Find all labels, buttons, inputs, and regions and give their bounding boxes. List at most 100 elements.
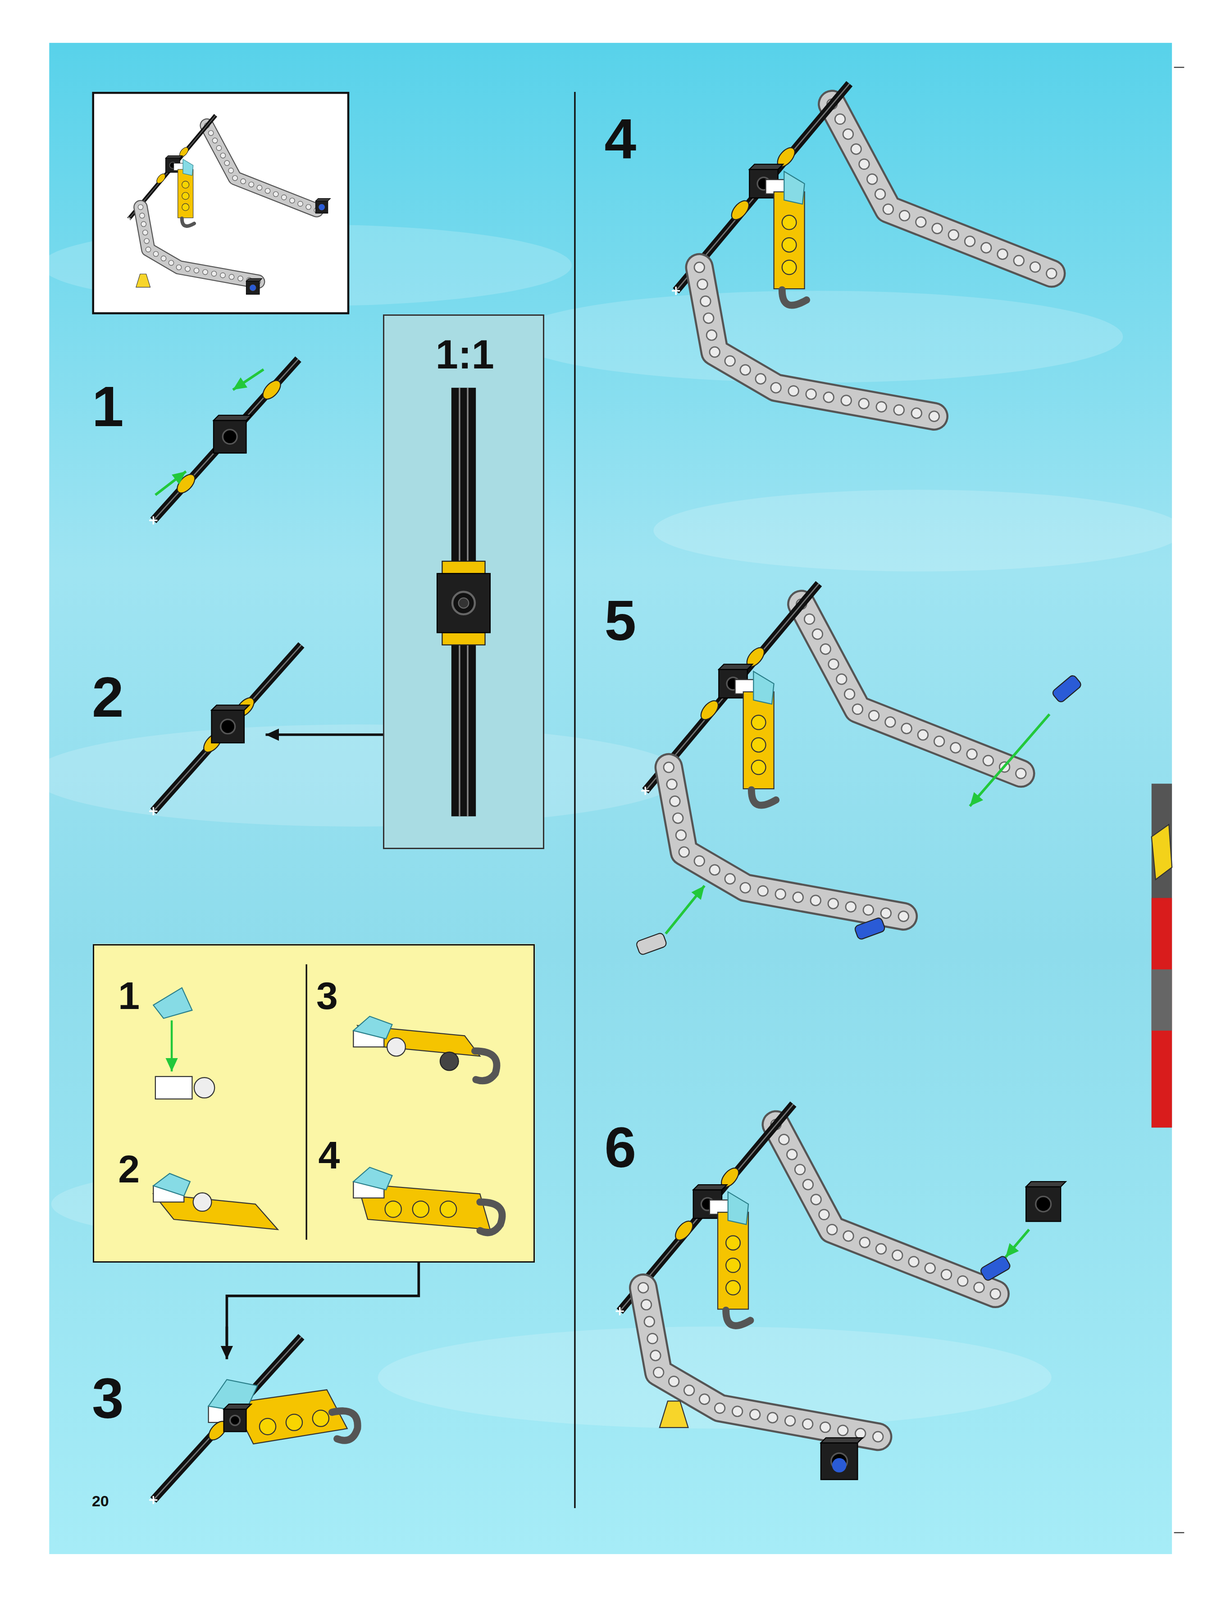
liftarm-hole: [934, 736, 945, 747]
cone: [136, 273, 151, 288]
frame-assembly: [641, 583, 1026, 922]
arrow-head: [171, 471, 187, 485]
liftarm-hole: [672, 813, 684, 824]
cloud: [510, 291, 1123, 383]
technic-brick-top: [211, 705, 250, 711]
stud: [182, 181, 190, 189]
liftarm-hole: [264, 188, 270, 194]
liftarm-hole: [844, 689, 855, 700]
technic-brick-hole: [1035, 1196, 1052, 1212]
arrow-line: [970, 714, 1050, 807]
liftarm-hole: [929, 411, 940, 422]
stud: [725, 1258, 741, 1273]
pin: [853, 917, 886, 941]
trans-slope: [728, 1192, 749, 1225]
liftarm-hole: [834, 113, 846, 125]
liftarm-hole: [706, 330, 717, 341]
margin-tick: [1174, 1532, 1185, 1534]
liftarm-hole: [784, 1416, 796, 1427]
liftarm: [668, 767, 904, 917]
liftarm-hole: [932, 223, 943, 234]
liftarm-hole: [892, 1250, 903, 1261]
arrow-line: [265, 733, 384, 737]
page-peek: [1151, 783, 1172, 1128]
trans-slope: [153, 988, 192, 1019]
technic-brick: [315, 200, 329, 214]
liftarm-hole: [966, 749, 978, 760]
page-peek: [1151, 824, 1172, 880]
liftarm-hole: [804, 614, 815, 625]
liftarm-hole: [802, 1179, 814, 1190]
technic-brick-top: [223, 1404, 252, 1410]
technic-brick-top: [213, 415, 252, 421]
liftarm-hole: [775, 889, 786, 900]
axle-end: [149, 1496, 158, 1505]
technic-brick-top: [749, 164, 784, 170]
step-number: 2: [91, 668, 124, 726]
liftarm-hole: [820, 644, 831, 655]
stud: [725, 1235, 741, 1251]
liftarm-hole: [224, 160, 230, 166]
liftarm: [775, 1124, 996, 1295]
liftarm-hole: [700, 296, 711, 307]
liftarm-hole: [885, 717, 896, 728]
liftarm-outline: [775, 1124, 996, 1295]
arrow-line: [665, 885, 705, 934]
liftarm-hole: [709, 865, 720, 876]
liftarm-hole: [694, 856, 705, 867]
liftarm-hole: [836, 674, 847, 685]
liftarm-hole: [823, 392, 834, 403]
liftarm-hole: [193, 268, 199, 274]
liftarm-hole: [216, 145, 222, 151]
liftarm-hole: [901, 723, 912, 734]
pin: [979, 1255, 1012, 1282]
hook-holder: [717, 1212, 749, 1310]
liftarm-hole: [859, 159, 870, 170]
liftarm-hole: [794, 1164, 806, 1176]
technic-brick: [437, 573, 491, 633]
liftarm-hole: [644, 1316, 655, 1328]
liftarm-hole: [983, 755, 994, 766]
technic-brick-top: [1025, 1181, 1066, 1187]
liftarm: [801, 604, 1021, 774]
liftarm-hole: [842, 128, 854, 140]
liftarm-hole: [724, 874, 736, 885]
liftarm-hole: [874, 189, 886, 200]
liftarm-hole: [144, 238, 150, 244]
liftarm-hole: [755, 373, 766, 385]
trans-slope: [353, 1167, 392, 1191]
stud: [412, 1201, 429, 1218]
liftarm-hole: [228, 274, 234, 280]
pin-end: [832, 1458, 847, 1473]
liftarm-hole: [858, 398, 870, 410]
liftarm-hole: [899, 210, 910, 221]
liftarm-hole: [273, 191, 279, 197]
pin-end: [249, 284, 256, 292]
liftarm-hole: [141, 221, 146, 227]
technic-brick: [223, 1409, 247, 1432]
liftarm-hole: [786, 1149, 798, 1161]
liftarm-hole: [898, 911, 909, 922]
liftarm-outline: [832, 104, 1052, 274]
liftarm-hole: [289, 198, 295, 204]
liftarm-hole: [957, 1276, 968, 1287]
arrow-line: [232, 369, 264, 390]
liftarm-hole: [694, 262, 705, 273]
liftarm-hole: [820, 1422, 831, 1433]
liftarm-hole: [305, 204, 311, 210]
liftarm-hole: [859, 1237, 871, 1249]
liftarm-hole: [893, 405, 905, 416]
stud: [782, 237, 797, 253]
liftarm-hole: [732, 1406, 743, 1418]
liftarm-hole: [699, 1394, 710, 1405]
trans-slope: [208, 1380, 258, 1413]
bushing: [154, 172, 167, 186]
axle-end: [149, 807, 158, 816]
liftarm-hole: [137, 204, 143, 210]
stud: [725, 1280, 741, 1296]
liftarm-hole: [855, 1428, 866, 1440]
technic-brick: [213, 420, 247, 453]
hook: [751, 789, 776, 806]
liftarm: [140, 207, 259, 282]
liftarm-hole: [997, 249, 1008, 260]
